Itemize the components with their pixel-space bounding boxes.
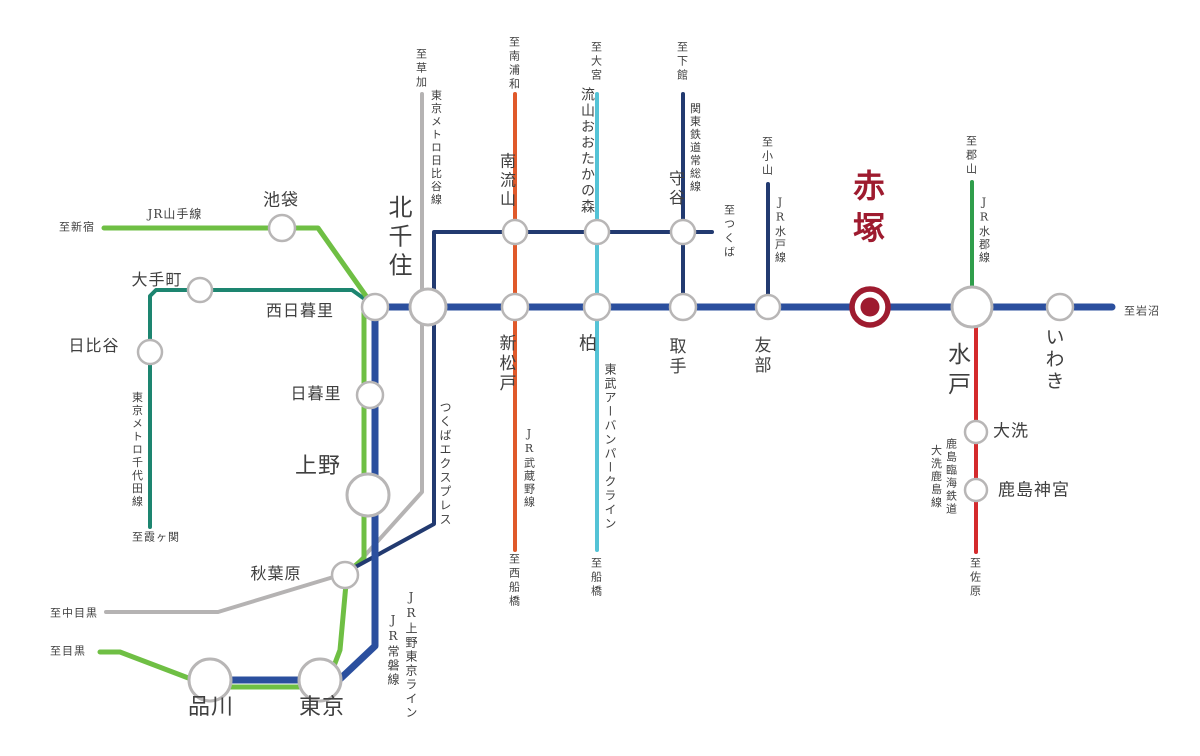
station-label-akihabara: 秋葉原 bbox=[250, 564, 302, 583]
line-jr-joban-ueno-tokyo bbox=[206, 303, 1116, 684]
label-to-oyama: 至小山 bbox=[760, 136, 774, 178]
station-tokyo bbox=[297, 657, 343, 703]
station-shin-matsudo bbox=[500, 292, 530, 322]
station-label-kashiwa: 柏 bbox=[576, 333, 597, 355]
station-hibiya bbox=[136, 338, 164, 366]
station-kita-senju bbox=[408, 287, 448, 327]
label-to-naka-meguro: 至中目黒 bbox=[50, 606, 98, 620]
label-to-meguro: 至目黒 bbox=[50, 644, 86, 658]
label-to-shinjuku: 至新宿 bbox=[59, 220, 95, 234]
station-label-akatsuka: 赤塚 bbox=[848, 169, 886, 253]
station-kashiwa bbox=[582, 292, 612, 322]
station-label-ueno: 上野 bbox=[294, 454, 342, 479]
station-label-kashima-jingu: 鹿島神宮 bbox=[998, 480, 1070, 501]
label-to-omiya: 至大宮 bbox=[589, 41, 603, 83]
station-label-hibiya: 日比谷 bbox=[68, 336, 120, 355]
label-yamanote-line-name: JR山手線 bbox=[147, 207, 203, 221]
label-to-iwanuma: 至岩沼 bbox=[1124, 304, 1160, 318]
station-label-moriya: 守谷 bbox=[666, 170, 685, 208]
station-nishi-nippori bbox=[360, 292, 390, 322]
station-tomobe bbox=[754, 293, 782, 321]
label-tx-line-name: つくばエクスプレス bbox=[438, 401, 452, 527]
label-to-nishi-funabashi: 至西船橋 bbox=[507, 553, 521, 609]
station-label-nishi-nippori: 西日暮里 bbox=[265, 301, 335, 320]
station-toride bbox=[668, 292, 698, 322]
label-suigun-line-name: JR水郡線 bbox=[977, 195, 991, 265]
station-moriya bbox=[669, 218, 697, 246]
label-to-shimodate: 至下館 bbox=[675, 41, 689, 83]
station-kashima-jingu bbox=[963, 477, 989, 503]
station-oarai bbox=[963, 419, 989, 445]
label-joban-line-name: JR常磐線 bbox=[386, 613, 400, 687]
station-mito bbox=[950, 285, 994, 329]
station-otemachi bbox=[186, 276, 214, 304]
label-to-kasumigaseki: 至霞ヶ関 bbox=[132, 530, 180, 544]
station-nippori bbox=[355, 380, 385, 410]
station-minami-nagareyama bbox=[501, 218, 529, 246]
station-label-mito: 水戸 bbox=[943, 342, 970, 402]
label-to-sawara: 至佐原 bbox=[968, 557, 982, 599]
station-label-shin-matsudo: 新松戸 bbox=[495, 334, 516, 394]
station-ikebukuro bbox=[267, 213, 297, 243]
label-to-minami-urawa: 至南浦和 bbox=[507, 36, 521, 92]
station-label-tokyo: 東京 bbox=[298, 695, 346, 720]
station-label-toride: 取手 bbox=[665, 337, 686, 377]
label-to-soka: 至草加 bbox=[414, 48, 428, 90]
label-joso-line-name: 関東鉄道常総線 bbox=[688, 102, 702, 194]
label-musashino-line-name: JR武蔵野線 bbox=[522, 427, 536, 509]
station-label-kita-senju: 北千住 bbox=[384, 194, 412, 282]
station-label-ikebukuro: 池袋 bbox=[263, 190, 299, 211]
station-ueno bbox=[345, 472, 391, 518]
label-to-funabashi: 至船橋 bbox=[589, 557, 603, 599]
label-hibiya-line-name: 東京メトロ日比谷線 bbox=[429, 89, 443, 207]
label-ueno-tokyo-line-name: JR上野東京ライン bbox=[404, 590, 418, 720]
label-to-koriyama: 至郡山 bbox=[964, 135, 978, 177]
station-akihabara bbox=[330, 560, 360, 590]
station-akatsuka-core bbox=[860, 297, 880, 317]
line-tsukuba-express bbox=[346, 230, 714, 573]
label-to-tsukuba: 至つくば bbox=[722, 204, 736, 260]
station-nagareyama-otakanomori bbox=[583, 218, 611, 246]
station-label-nagareyama-otakanomori: 流山おおたかの森 bbox=[579, 87, 595, 215]
station-iwaki bbox=[1045, 292, 1075, 322]
station-label-iwaki: いわき bbox=[1042, 327, 1065, 393]
station-label-shinagawa: 品川 bbox=[187, 695, 235, 720]
station-label-tomobe: 友部 bbox=[750, 336, 771, 376]
label-urban-park-line-name: 東武アーバンパークライン bbox=[603, 363, 617, 531]
station-label-minami-nagareyama: 南流山 bbox=[497, 152, 516, 210]
label-mito-line-name: JR水戸線 bbox=[773, 195, 787, 265]
station-label-oarai: 大洗 bbox=[993, 421, 1029, 442]
station-label-nippori: 日暮里 bbox=[290, 384, 342, 403]
station-shinagawa bbox=[187, 657, 233, 703]
label-chiyoda-line-name: 東京メトロ千代田線 bbox=[130, 391, 144, 509]
label-oarai-kashima-name: 大洗鹿島線 bbox=[929, 444, 943, 510]
line-chiyoda-metro bbox=[148, 288, 375, 529]
label-kashima-rinkai-name: 鹿島臨海鉄道 bbox=[944, 438, 958, 516]
station-label-otemachi: 大手町 bbox=[131, 270, 183, 289]
